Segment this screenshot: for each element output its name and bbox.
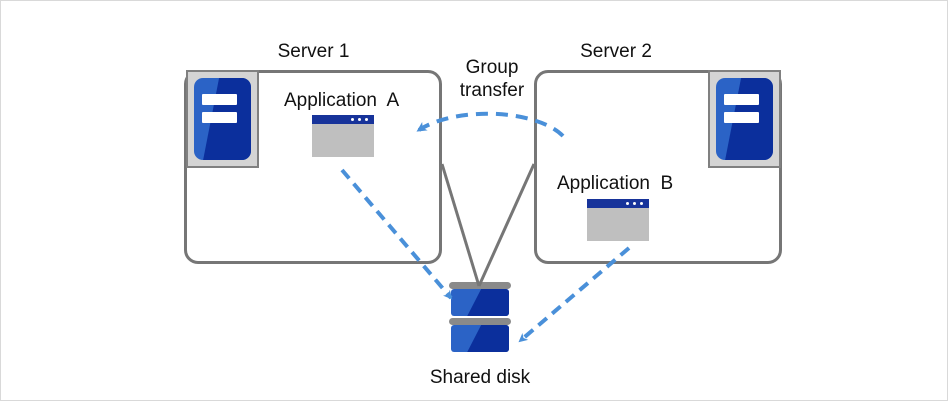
server-rack-icon-bar — [723, 94, 760, 106]
server-rack-icon — [708, 70, 781, 168]
server-rack-icon — [186, 70, 259, 168]
application-b-label: Application B — [557, 173, 674, 194]
server-1-label: Server 1 — [277, 41, 350, 62]
server-rack-icon-body — [194, 78, 251, 160]
shared-disk-label: Shared disk — [429, 367, 531, 388]
server-rack-icon-body — [716, 78, 773, 160]
application-b-window-icon — [587, 199, 649, 241]
application-a-window-icon — [312, 115, 374, 157]
server-1-to-disk-connector — [440, 163, 481, 287]
application-a-label: Application A — [284, 90, 400, 111]
group-transfer-arrow — [416, 111, 565, 138]
window-dot-icon — [365, 118, 368, 121]
disk-plate — [451, 289, 509, 316]
app-b-to-disk-arrow — [518, 246, 631, 343]
server-1-enclosure — [184, 70, 442, 264]
window-dot-icon — [633, 202, 636, 205]
server-rack-icon-bar — [201, 94, 238, 106]
server-rack-icon-bar — [723, 112, 760, 124]
disk-separator — [449, 318, 511, 325]
window-dot-icon — [351, 118, 354, 121]
window-dot-icon — [640, 202, 643, 205]
window-title-bar — [312, 115, 374, 124]
disk-plate — [451, 325, 509, 352]
server-2-to-disk-connector — [477, 163, 536, 287]
window-dot-icon — [626, 202, 629, 205]
app-a-to-disk-arrow — [340, 168, 453, 300]
window-title-bar — [587, 199, 649, 208]
group-transfer-label-line2: transfer — [459, 80, 525, 101]
server-rack-icon-bar — [201, 112, 238, 124]
server-2-label: Server 2 — [580, 41, 652, 62]
window-dot-icon — [358, 118, 361, 121]
group-transfer-label-line1: Group — [465, 57, 519, 78]
